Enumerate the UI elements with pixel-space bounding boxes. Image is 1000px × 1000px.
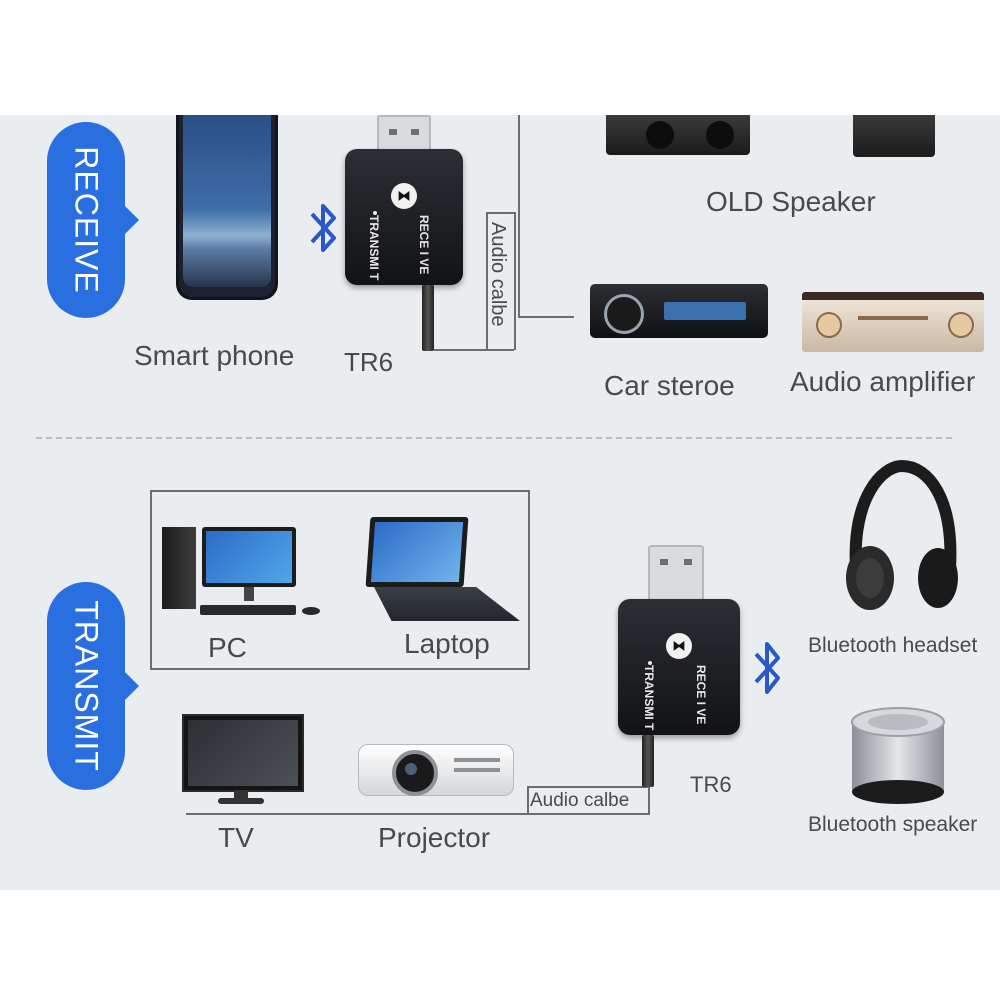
power-button-icon: ⧓ (666, 633, 692, 659)
section-divider (36, 437, 952, 439)
power-button-icon: ⧓ (391, 183, 417, 209)
transmit-marking: TRANSMI T (367, 215, 381, 281)
receive-tag-label: RECEIVE (68, 146, 105, 294)
projector-icon (358, 738, 514, 800)
cable-line (518, 115, 520, 317)
headphones-icon (846, 459, 958, 610)
bluetooth-speaker-label: Bluetooth speaker (808, 813, 978, 836)
tr6-receive-label: TR6 (344, 347, 394, 377)
smart-phone-label: Smart phone (134, 340, 295, 371)
receive-marking: RECE I VE (694, 665, 708, 725)
cable-line (186, 813, 650, 815)
audio-jack (422, 285, 434, 351)
tv-label: TV (218, 822, 254, 853)
receive-cable-label: Audio calbe (487, 222, 509, 327)
bluetooth-speaker-icon (851, 707, 945, 804)
source-device-box (150, 490, 530, 670)
speaker-icon (606, 115, 750, 155)
cable-line (486, 212, 488, 350)
pc-icon (160, 525, 325, 625)
bluetooth-icon (754, 642, 780, 694)
car-stereo-label: Car steroe (604, 370, 735, 401)
receive-marking: RECE I VE (417, 215, 431, 275)
car-stereo-icon (590, 284, 768, 338)
laptop-icon (365, 515, 526, 630)
receive-tag-arrow (123, 204, 139, 236)
transmit-tag-arrow (123, 670, 139, 702)
cable-line (527, 786, 529, 814)
tv-icon (182, 714, 304, 806)
projector-label: Projector (378, 822, 491, 853)
smartphone-icon (176, 115, 278, 300)
old-speaker-label: OLD Speaker (706, 186, 876, 217)
bluetooth-headset-label: Bluetooth headset (808, 634, 978, 657)
transmit-tag-label: TRANSMIT (68, 600, 105, 772)
bluetooth-icon (310, 204, 336, 252)
cable-line (527, 786, 650, 788)
cable-line (648, 786, 650, 814)
cable-line (434, 349, 514, 351)
transmit-tag: TRANSMIT (47, 582, 139, 790)
speaker-icon (853, 115, 935, 157)
transmit-marking: TRANSMI T (642, 665, 656, 731)
cable-line (518, 316, 574, 318)
indicator-dot (373, 211, 377, 215)
laptop-label: Laptop (404, 628, 490, 659)
audio-amplifier-label: Audio amplifier (790, 366, 976, 397)
pc-label: PC (208, 632, 247, 663)
amplifier-icon (802, 292, 984, 352)
cable-line (514, 212, 516, 350)
tr6-transmit-device: ⧓ RECE I VE TRANSMI T (618, 545, 740, 790)
usb-connector (377, 115, 431, 151)
audio-jack (642, 735, 654, 787)
cable-line (486, 212, 516, 214)
receive-tag: RECEIVE (47, 122, 139, 318)
tr6-transmit-label: TR6 (690, 772, 732, 797)
indicator-dot (648, 661, 652, 665)
usb-connector (648, 545, 704, 601)
tr6-receive-device: ⧓ RECE I VE TRANSMI T (345, 115, 463, 355)
transmit-cable-label: Audio calbe (530, 790, 630, 811)
